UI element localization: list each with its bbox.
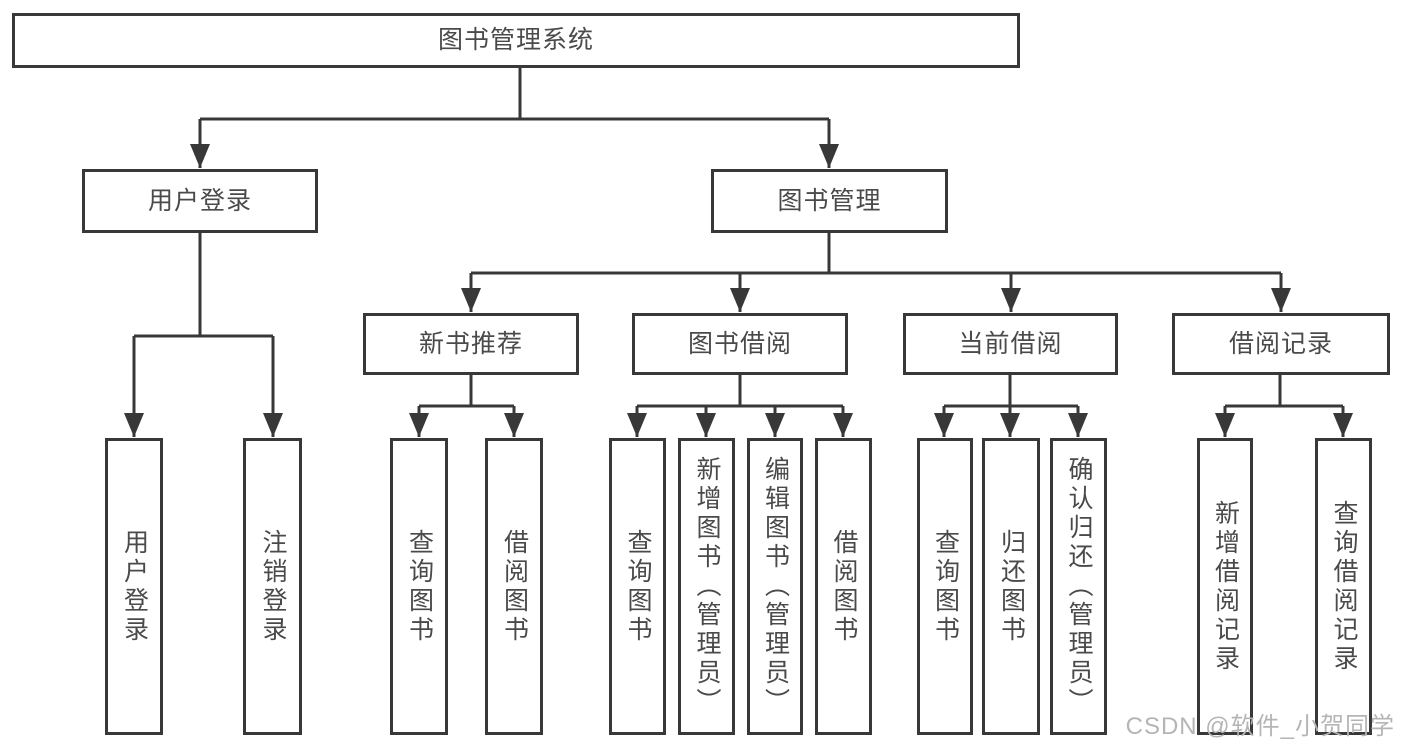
leaf-query-books-borrow: 查询图书 bbox=[609, 438, 666, 735]
connector-root bbox=[190, 67, 839, 168]
leaf-confirm-return-admin: 确认归还（管理员） bbox=[1050, 438, 1107, 735]
leaf-borrow-books-recommend: 借阅图书 bbox=[485, 438, 543, 735]
connector-book-management bbox=[461, 231, 1291, 312]
connector-borrow-records bbox=[1215, 373, 1353, 437]
node-label: 归还图书 bbox=[997, 528, 1026, 645]
node-new-book-recommend: 新书推荐 bbox=[363, 313, 579, 375]
node-label: 图书借阅 bbox=[687, 329, 792, 358]
node-root-system: 图书管理系统 bbox=[12, 13, 1020, 68]
node-label: 图书管理系统 bbox=[437, 26, 594, 54]
leaf-return-book: 归还图书 bbox=[982, 438, 1040, 735]
node-label: 注销登录 bbox=[259, 528, 287, 645]
node-book-borrow: 图书借阅 bbox=[632, 313, 848, 375]
connector-user-login bbox=[124, 231, 283, 437]
leaf-query-borrow-record: 查询借阅记录 bbox=[1315, 438, 1372, 735]
leaf-edit-book-admin: 编辑图书（管理员） bbox=[747, 438, 803, 735]
node-label: 借阅记录 bbox=[1228, 329, 1333, 358]
node-label: 新书推荐 bbox=[418, 329, 523, 358]
node-label: 借阅图书 bbox=[830, 528, 858, 645]
leaf-query-books-current: 查询图书 bbox=[917, 438, 973, 735]
node-label: 新增借阅记录 bbox=[1211, 499, 1240, 674]
node-book-management: 图书管理 bbox=[711, 169, 948, 233]
node-label: 借阅图书 bbox=[500, 528, 529, 645]
leaf-user-login: 用户登录 bbox=[105, 438, 163, 735]
node-user-login-branch: 用户登录 bbox=[82, 169, 318, 233]
leaf-logout: 注销登录 bbox=[243, 438, 302, 735]
connector-current-borrow bbox=[934, 373, 1088, 437]
node-label: 查询借阅记录 bbox=[1330, 499, 1358, 674]
node-label: 新增图书（管理员） bbox=[693, 456, 721, 717]
connector-book-borrow bbox=[627, 373, 853, 437]
node-label: 编辑图书（管理员） bbox=[761, 456, 790, 717]
connector-new-book-recommend bbox=[409, 373, 524, 437]
node-label: 图书管理 bbox=[777, 186, 882, 215]
node-label: 确认归还（管理员） bbox=[1065, 456, 1093, 717]
leaf-add-borrow-record: 新增借阅记录 bbox=[1197, 438, 1253, 735]
node-label: 当前借阅 bbox=[958, 329, 1063, 358]
node-label: 查询图书 bbox=[931, 528, 960, 645]
leaf-borrow-books: 借阅图书 bbox=[815, 438, 872, 735]
leaf-add-book-admin: 新增图书（管理员） bbox=[678, 438, 735, 735]
node-label: 用户登录 bbox=[120, 528, 149, 645]
node-label: 用户登录 bbox=[147, 186, 252, 215]
node-label: 查询图书 bbox=[624, 528, 652, 645]
node-borrow-records: 借阅记录 bbox=[1172, 313, 1390, 375]
csdn-watermark: CSDN @软件_小贺同学 bbox=[1125, 713, 1395, 740]
leaf-query-books-recommend: 查询图书 bbox=[390, 438, 448, 735]
node-label: 查询图书 bbox=[405, 528, 434, 645]
node-current-borrow: 当前借阅 bbox=[903, 313, 1118, 375]
